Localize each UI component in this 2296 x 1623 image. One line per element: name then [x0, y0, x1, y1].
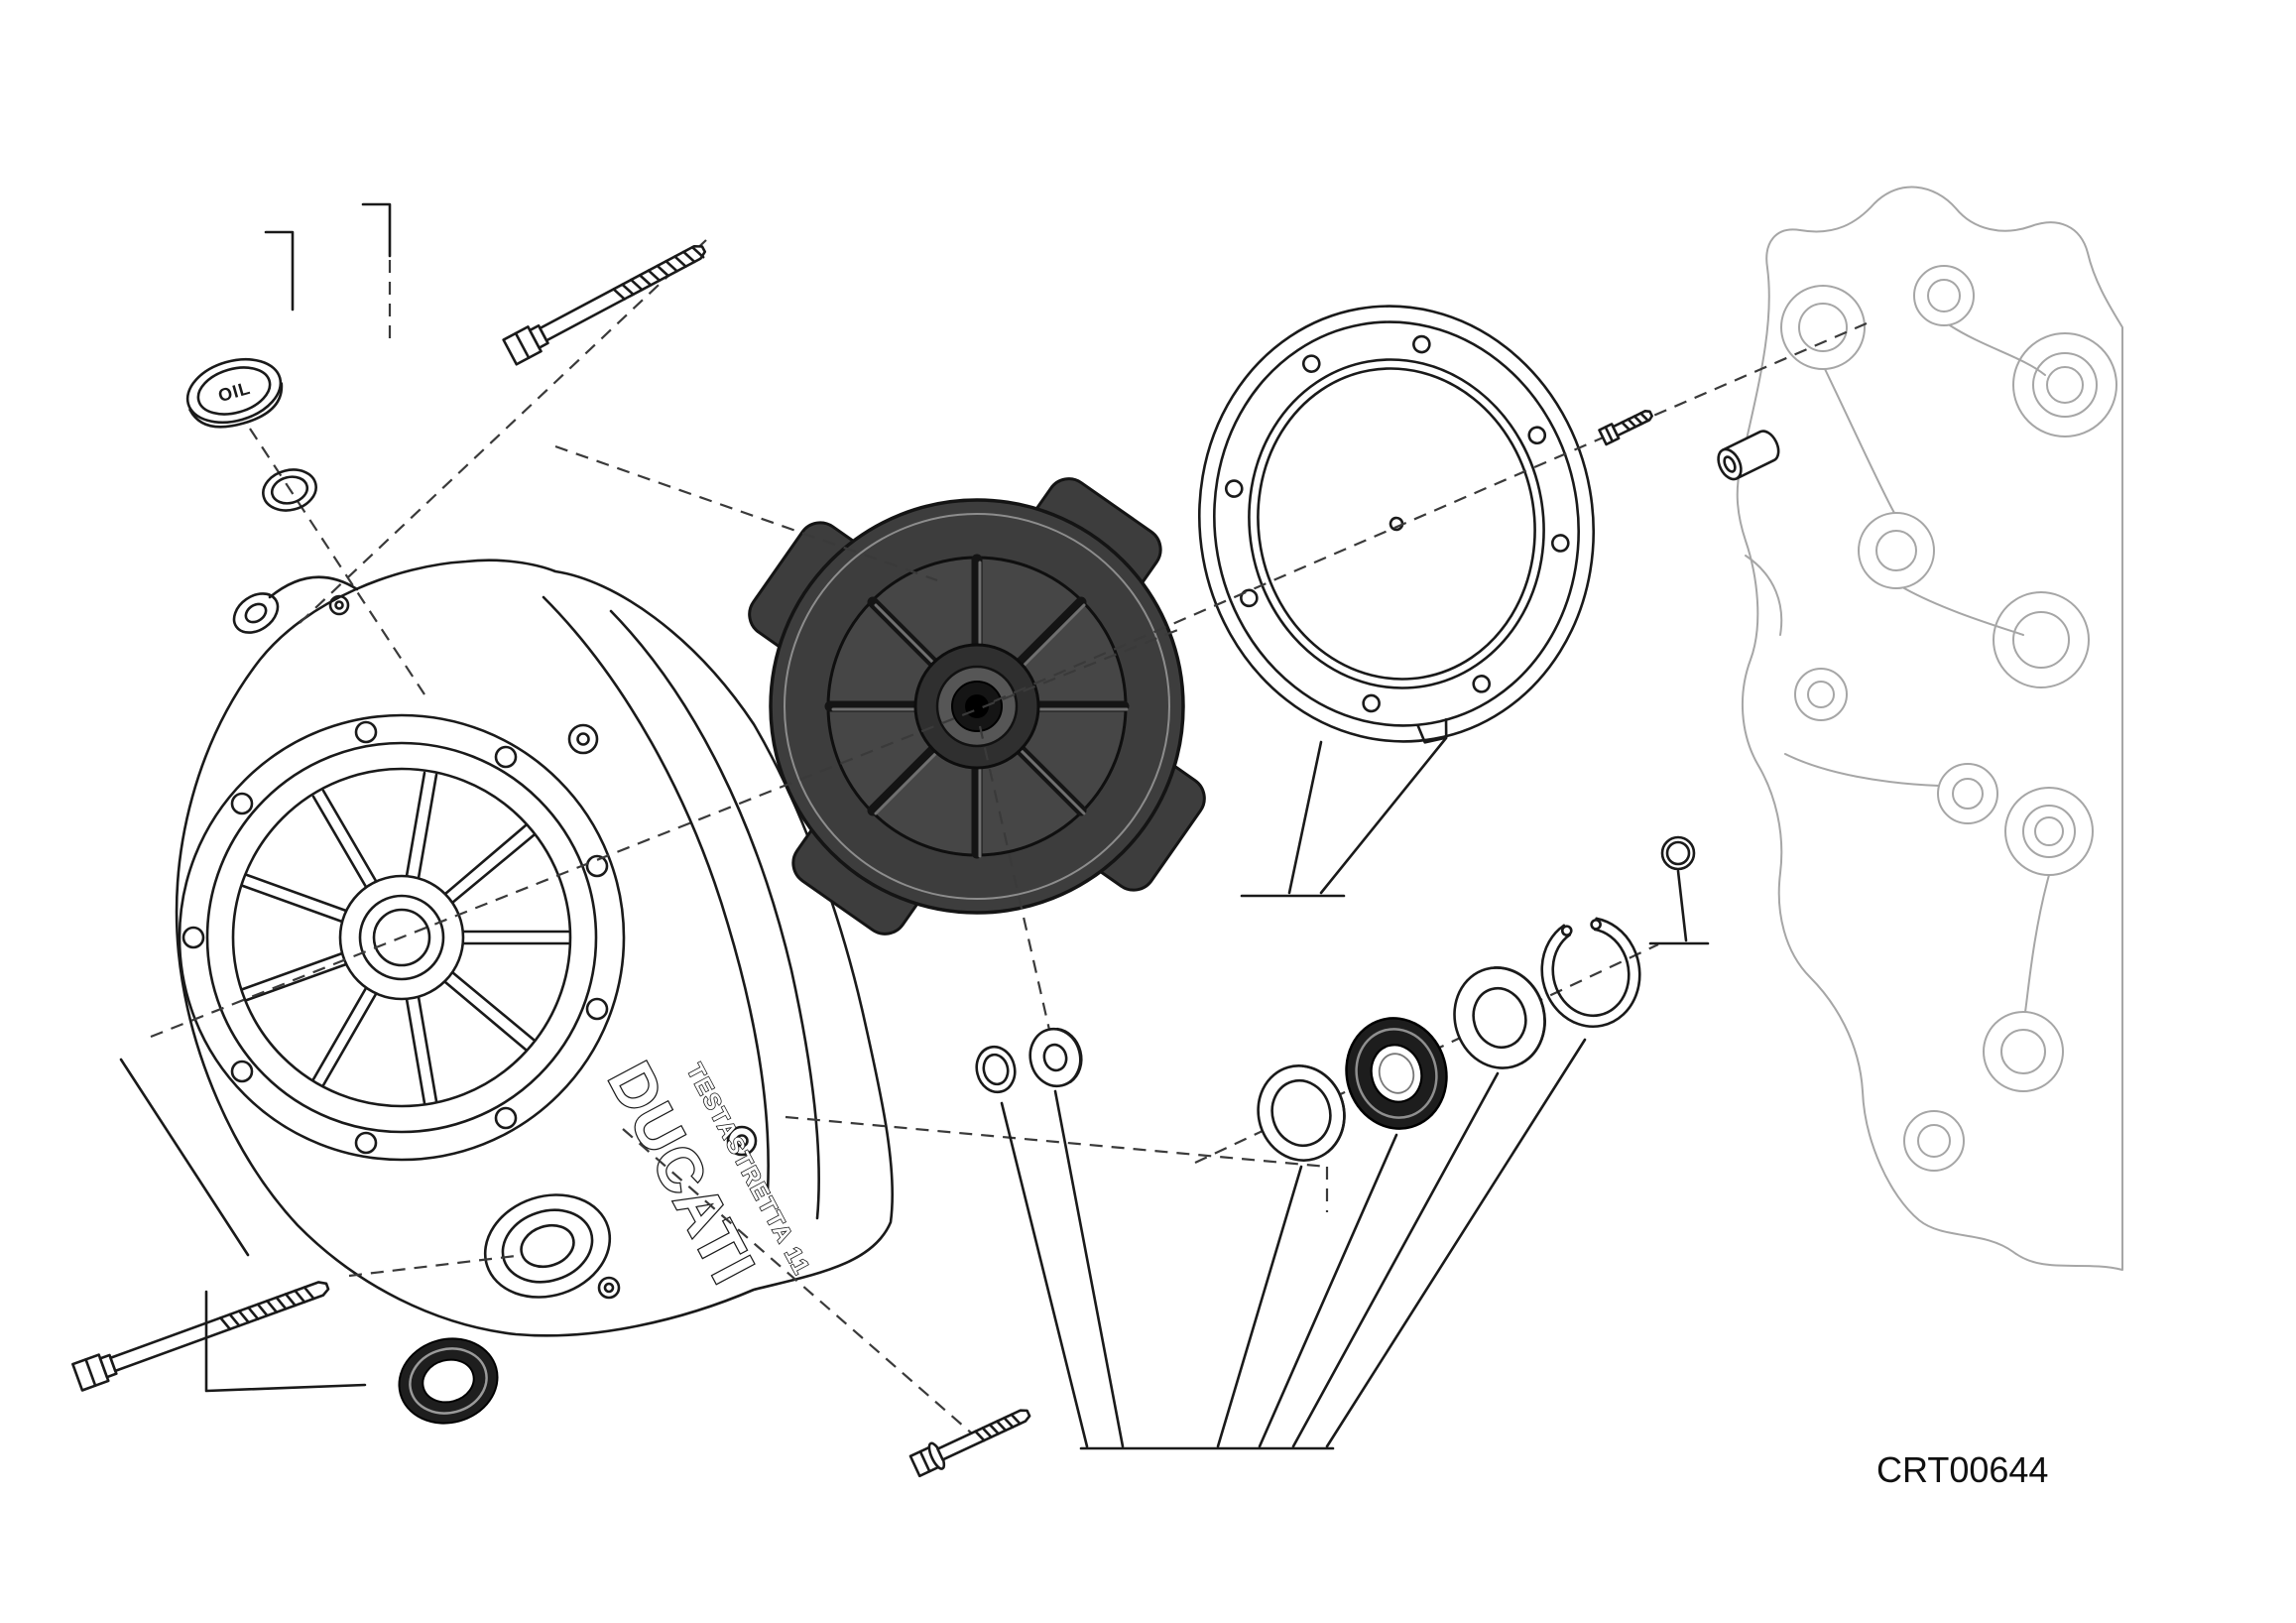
oil-filler-cap: OIL — [185, 357, 284, 429]
bolt-threads — [974, 1413, 1022, 1442]
snap-ring-circlip — [1540, 917, 1641, 1028]
crankcase-outline — [1736, 186, 2123, 1271]
cover-top-lug — [232, 575, 359, 634]
leader-lines — [119, 202, 1710, 1450]
flat-washer — [1453, 966, 1546, 1069]
shaft-bushing — [1257, 1064, 1346, 1162]
bolt-long-top — [502, 244, 707, 366]
mid-oring — [975, 1045, 1017, 1094]
spokes — [241, 771, 570, 1105]
rim-bolt-holes — [181, 720, 609, 1155]
oil-drain-plug — [1028, 1027, 1083, 1088]
cover-crease-line — [542, 595, 770, 1194]
screw-small-right — [1598, 410, 1653, 446]
clutch-pressure-plate — [748, 477, 1206, 936]
clutch-cover-ring — [1198, 305, 1595, 744]
figure-part-code: CRT00644 — [1876, 1449, 2048, 1490]
cover-ring-bolt-holes — [1224, 334, 1570, 713]
oil-cap-oring — [262, 468, 317, 512]
cover-crease-line-2 — [609, 609, 821, 1220]
crankcase-oring-small — [1660, 835, 1696, 871]
shaft-seal-ring — [398, 1337, 499, 1425]
screw-threads — [1621, 412, 1650, 432]
bolt-threads — [612, 245, 705, 301]
bolt-short-bottom — [908, 1409, 1031, 1478]
oil-seal-black — [1345, 1017, 1448, 1130]
assembly-axis-lines — [150, 239, 1868, 1435]
spacer-bushing-right — [1717, 430, 1780, 481]
bolt-long-bottom-left — [71, 1281, 330, 1392]
cover-bolt-bosses — [567, 723, 758, 1157]
shaft-boss — [483, 1193, 621, 1300]
bolt-threads — [219, 1286, 315, 1331]
